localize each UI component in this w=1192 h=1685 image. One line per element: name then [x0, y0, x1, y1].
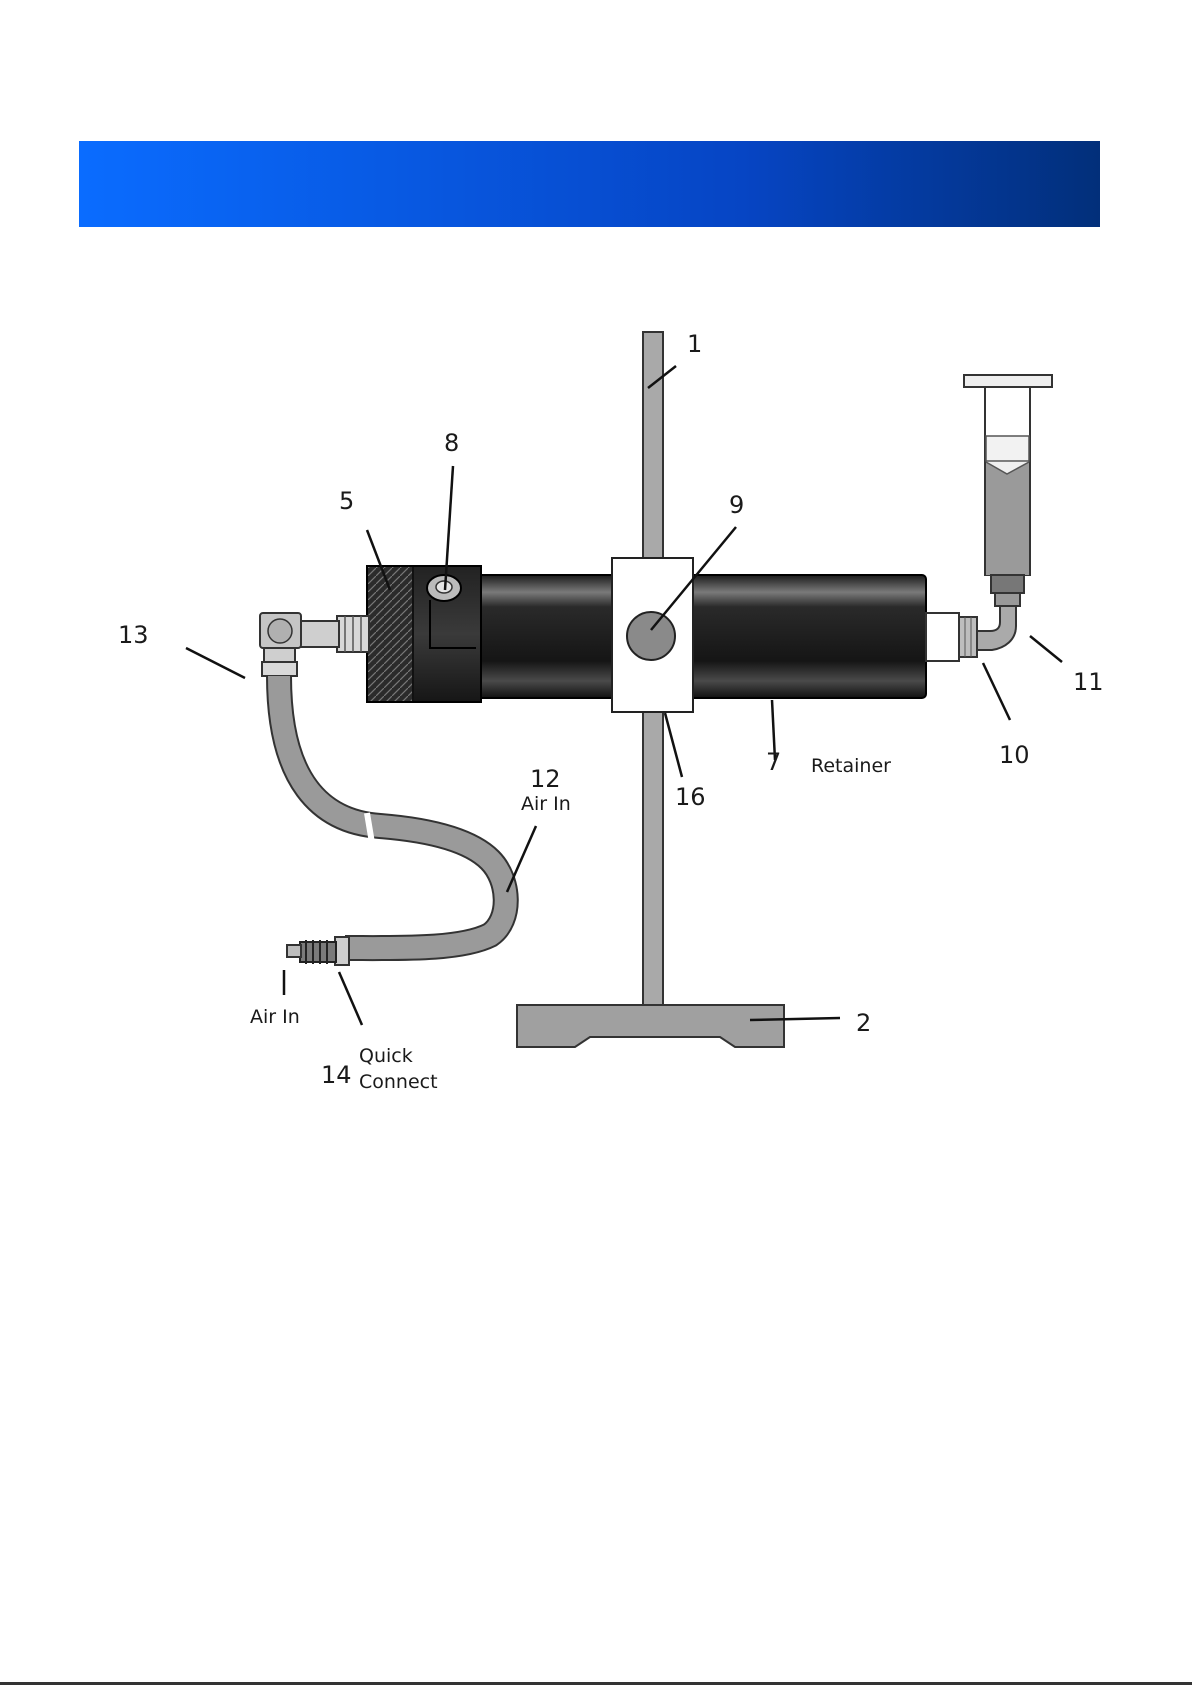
end-cap — [367, 566, 481, 702]
callout-16: 16 — [675, 783, 706, 811]
callout-14: 14 — [321, 1061, 352, 1089]
callout-10: 10 — [999, 741, 1030, 769]
rear-fitting — [299, 616, 369, 652]
elbow-fitting — [260, 613, 301, 676]
callout-1: 1 — [687, 330, 702, 358]
caption-retainer: Retainer — [811, 755, 891, 777]
front-adapter — [926, 613, 977, 661]
caption-air-in-bottom: Air In — [250, 1006, 300, 1028]
caption-connect: Connect — [359, 1071, 438, 1093]
callout-8: 8 — [444, 429, 459, 457]
clamp-block — [612, 558, 693, 712]
callout-13: 13 — [118, 621, 149, 649]
callout-12: 12 — [530, 765, 561, 793]
syringe — [964, 375, 1052, 650]
air-hose — [279, 676, 506, 948]
callout-11: 11 — [1073, 668, 1104, 696]
quick-connect — [287, 937, 349, 965]
stand-base — [517, 1005, 784, 1047]
cylinder-body — [475, 575, 926, 698]
caption-air-in-top: Air In — [521, 793, 571, 815]
caption-quick: Quick — [359, 1045, 413, 1067]
callout-7: 7 — [766, 748, 781, 776]
callout-2: 2 — [856, 1009, 871, 1037]
callout-9: 9 — [729, 491, 744, 519]
callout-5: 5 — [339, 487, 354, 515]
